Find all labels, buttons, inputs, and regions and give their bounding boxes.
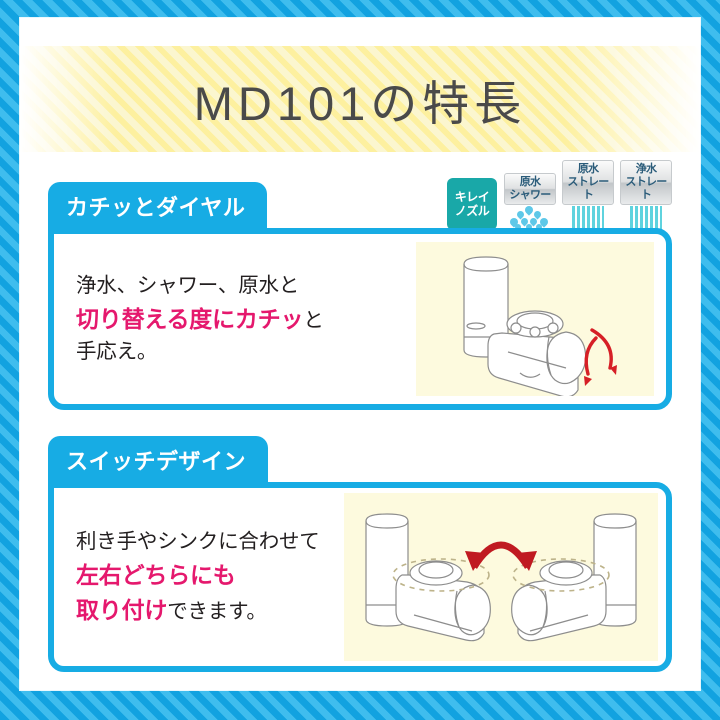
badge-kirei-nozzle-body: キレイ ノズル bbox=[447, 178, 497, 231]
mode-badge-row: キレイ ノズル 原水 シャワー bbox=[446, 160, 672, 232]
feature-dial-line-3: 手応え。 bbox=[76, 340, 158, 364]
illustration-dial-rotation bbox=[416, 242, 654, 396]
page-title: MD101の特長 bbox=[193, 76, 527, 130]
feature-tab-switch-design: スイッチデザイン bbox=[48, 436, 269, 485]
badge-kirei-nozzle-line2: ノズル bbox=[454, 204, 490, 219]
feature-switch-line-2: 左右どちらにも bbox=[76, 561, 236, 588]
badge-josui-straight-line2: ストレート bbox=[625, 175, 667, 201]
feature-dial-line-2-trailing: と bbox=[303, 308, 324, 332]
content-card: MD101の特長 キレイ ノズル 原水 シャワー bbox=[20, 18, 700, 690]
straight-stream-icon bbox=[562, 206, 614, 231]
badge-gensui-straight-line2: ストレート bbox=[567, 175, 609, 201]
feature-switch-line-1: 利き手やシンクに合わせて bbox=[76, 530, 320, 554]
badge-josui-straight-label: 浄水 ストレート bbox=[620, 160, 672, 206]
title-banner: MD101の特長 bbox=[20, 46, 700, 152]
feature-panel-switch-design: 利き手やシンクに合わせて 左右どちらにも 取り付けできます。 bbox=[48, 482, 672, 672]
feature-dial-line-2: 切り替える度にカチッと bbox=[76, 302, 324, 337]
illustration-left-right-mount bbox=[344, 493, 658, 661]
feature-text-switch-design: 利き手やシンクに合わせて 左右どちらにも 取り付けできます。 bbox=[54, 526, 320, 627]
badge-gensui-straight: 原水 ストレート bbox=[562, 160, 614, 231]
feature-text-dial: 浄水、シャワー、原水と 切り替える度にカチッと 手応え。 bbox=[54, 270, 324, 367]
badge-kirei-nozzle: キレイ ノズル bbox=[446, 178, 498, 231]
feature-switch-line-3-highlight: 取り付け bbox=[76, 596, 168, 623]
badge-josui-straight: 浄水 ストレート bbox=[620, 160, 672, 231]
badge-gensui-straight-line1: 原水 bbox=[577, 163, 599, 175]
straight-stream-icon bbox=[620, 206, 672, 231]
badge-gensui-straight-label: 原水 ストレート bbox=[562, 160, 614, 206]
badge-gensui-shower-line2: シャワー bbox=[509, 188, 551, 201]
feature-panel-dial: 浄水、シャワー、原水と 切り替える度にカチッと 手応え。 bbox=[48, 228, 672, 410]
badge-kirei-nozzle-line1: キレイ bbox=[454, 190, 490, 205]
badge-josui-straight-line1: 浄水 bbox=[635, 163, 657, 175]
feature-dial-line-2-highlight: 切り替える度にカチッ bbox=[76, 305, 304, 332]
title-stripe-pattern bbox=[20, 46, 700, 152]
feature-switch-line-3-trailing: できます。 bbox=[167, 599, 267, 623]
badge-gensui-shower-line1: 原水 bbox=[519, 175, 541, 188]
badge-gensui-shower-label: 原水 シャワー bbox=[504, 172, 556, 206]
badge-gensui-shower: 原水 シャワー bbox=[504, 172, 556, 232]
feature-tab-dial: カチッとダイヤル bbox=[48, 182, 268, 231]
feature-section-dial: カチッとダイヤル 浄水、シャワー、原水と 切り替える度にカチッと 手応え。 bbox=[48, 182, 672, 410]
feature-section-switch-design: スイッチデザイン 利き手やシンクに合わせて 左右どちらにも 取り付けできます。 bbox=[48, 436, 672, 672]
feature-dial-line-1: 浄水、シャワー、原水と bbox=[76, 274, 300, 298]
feature-switch-line-3: 取り付けできます。 bbox=[76, 593, 320, 628]
